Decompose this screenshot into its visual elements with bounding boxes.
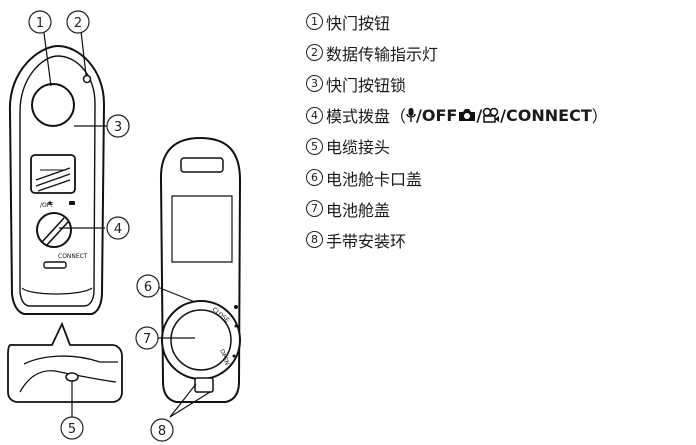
dial-off-label: /OFF <box>40 202 54 209</box>
callout-circles <box>28 10 174 442</box>
callout-1: 1 <box>36 16 44 31</box>
leader-lines <box>43 30 211 418</box>
legend-label: 电池舱卡口盖 <box>326 169 423 189</box>
legend-num: 1 <box>306 13 323 31</box>
legend-item-battery-cover: 7 电池舱盖 <box>306 193 608 224</box>
callout-8: 8 <box>158 424 166 439</box>
legend-label: 手带安装环 <box>326 231 407 251</box>
callout-3: 3 <box>114 120 122 135</box>
legend-num: 5 <box>306 137 323 155</box>
cable-connector-shape <box>65 372 79 382</box>
remote-front-view <box>8 44 106 315</box>
battery-cover-shape <box>170 309 232 371</box>
legend-item-strap-eyelet: 8 手带安装环 <box>306 224 608 255</box>
legend-num: 3 <box>306 75 323 93</box>
legend-label: 快门按钮锁 <box>326 75 407 95</box>
callout-7: 7 <box>143 332 151 347</box>
callout-2: 2 <box>74 16 82 31</box>
legend-label: 电池舱盖 <box>326 200 391 220</box>
microphone-icon <box>406 108 416 123</box>
indicator-lamp-shape <box>82 74 92 84</box>
shutter-button-shape <box>31 83 75 127</box>
legend-label: 模式拨盘（ <box>326 107 407 127</box>
mode-off-label: /OFF <box>416 105 458 125</box>
legend-item-mode-dial: 4 模式拨盘（ /OFF / /CONNECT ） <box>306 100 608 131</box>
movie-icon <box>482 107 500 123</box>
mode-dial-marks <box>48 201 75 205</box>
strap-eyelet-shape <box>194 377 214 393</box>
mode-options: /OFF / /CONNECT <box>406 106 592 125</box>
callout-5: 5 <box>68 422 76 437</box>
mode-sep-1: / <box>476 105 483 125</box>
dial-connect-label: CONNECT <box>58 253 88 260</box>
legend-item-shutter-button: 1 快门按钮 <box>306 6 608 37</box>
legend-num: 6 <box>306 169 323 187</box>
parts-legend: 1 快门按钮 2 数据传输指示灯 3 快门按钮锁 4 模式拨盘（ /OFF / <box>306 6 608 256</box>
legend-item-cable-connector: 5 电缆接头 <box>306 131 608 162</box>
connector-inset <box>7 321 123 417</box>
remote-back-view <box>159 136 242 403</box>
legend-item-indicator: 2 数据传输指示灯 <box>306 37 608 68</box>
legend-item-battery-lock: 6 电池舱卡口盖 <box>306 162 608 193</box>
legend-label: 数据传输指示灯 <box>326 44 439 64</box>
callout-4: 4 <box>114 222 122 237</box>
legend-num: 7 <box>306 200 323 218</box>
legend-label: 快门按钮 <box>326 13 391 33</box>
legend-item-shutter-lock: 3 快门按钮锁 <box>306 68 608 99</box>
camera-icon <box>459 109 476 122</box>
legend-num: 4 <box>306 106 323 124</box>
legend-num: 8 <box>306 231 323 249</box>
callout-6: 6 <box>144 280 152 295</box>
legend-suffix: ） <box>591 107 608 127</box>
legend-num: 2 <box>306 44 323 62</box>
callout-numbers: 1 2 3 4 6 7 5 8 <box>36 16 166 439</box>
legend-label: 电缆接头 <box>326 138 391 158</box>
mode-connect-label: /CONNECT <box>500 105 592 125</box>
cover-marks <box>232 305 238 358</box>
